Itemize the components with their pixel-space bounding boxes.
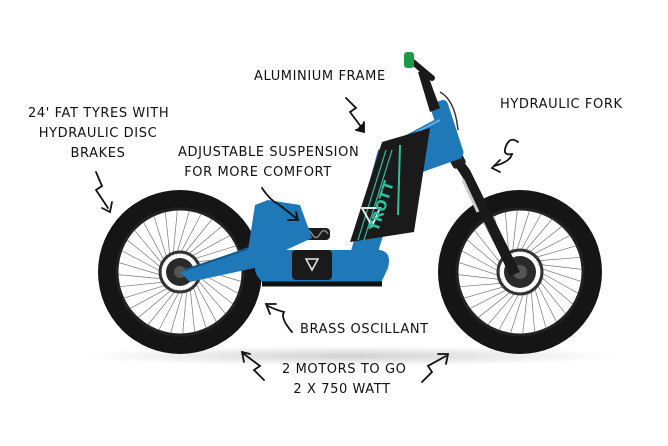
wheel-spoke xyxy=(158,289,181,331)
wheel-spoke xyxy=(511,210,518,254)
label-hydraulic-fork: HYDRAULIC FORK xyxy=(500,95,623,115)
callout-arrows xyxy=(94,97,519,383)
arrow-suspension xyxy=(261,187,297,219)
arrow-suspension-head xyxy=(287,211,300,221)
label-aluminium-frame: ALUMINIUM FRAME xyxy=(254,67,386,87)
wheel-spoke xyxy=(487,291,517,326)
wheel-spoke xyxy=(192,284,207,329)
label-hydraulic-fork-text: HYDRAULIC FORK xyxy=(500,97,623,112)
label-suspension-line-2: FOR MORE COMFORT xyxy=(184,165,332,180)
wheel-spoke xyxy=(196,278,226,315)
arrow-hydraulic-fork xyxy=(493,138,519,167)
wheel-spoke xyxy=(539,275,574,305)
wheel-spoke xyxy=(477,290,513,318)
label-fat-tyres-line-2: HYDRAULIC DISC xyxy=(38,126,158,141)
wheel-spoke xyxy=(170,289,184,334)
wheel-spoke xyxy=(143,221,166,263)
wheel-spoke xyxy=(522,290,529,334)
wheel-spoke xyxy=(194,281,217,323)
wheel-spoke xyxy=(469,288,510,309)
arrow-fat-tyres-head xyxy=(101,201,113,214)
wheel-spoke xyxy=(530,288,536,333)
label-fat-tyres: 24' FAT TYRES WITH HYDRAULIC DISC BRAKES xyxy=(28,104,170,164)
wheel-spoke xyxy=(504,211,510,256)
wheel-spoke xyxy=(147,289,177,326)
arrow-aluminium-frame-head xyxy=(355,121,365,134)
wheel-spoke xyxy=(153,215,168,260)
wheel-spoke xyxy=(510,291,525,334)
wheel-spoke xyxy=(538,279,566,315)
battery-pack xyxy=(350,128,430,242)
wheel-spoke xyxy=(538,263,582,270)
wheel-spoke xyxy=(536,256,581,262)
wheel-spoke xyxy=(118,274,164,280)
handlebar xyxy=(404,52,459,131)
wheel-spoke xyxy=(474,229,502,265)
wheel-spoke xyxy=(186,226,223,256)
wheel-spoke xyxy=(134,229,164,266)
wheel-spoke xyxy=(197,275,234,305)
arrow-aluminium-frame xyxy=(345,97,363,129)
wheel-spoke xyxy=(459,282,504,288)
wheel-spoke xyxy=(137,288,174,318)
arrow-motors-front-head xyxy=(437,353,450,365)
wheel-spoke xyxy=(189,235,231,258)
wheel-spoke xyxy=(533,286,547,329)
wheel-spoke xyxy=(519,213,542,253)
label-motors: 2 MOTORS TO GO 2 X 750 WATT xyxy=(282,360,407,400)
wheel-spoke xyxy=(182,288,188,334)
wheel-spoke xyxy=(466,239,501,269)
arrow-motors-rear xyxy=(243,353,265,381)
arrow-motors-front xyxy=(421,355,447,383)
label-brass-oscillant-text: BRASS OSCILLANT xyxy=(300,322,429,337)
wheel-spoke xyxy=(461,250,501,273)
wheel-spoke xyxy=(123,284,168,299)
arrow-motors-rear-head xyxy=(240,350,251,363)
label-motors-line-1: 2 MOTORS TO GO xyxy=(282,362,407,377)
main-frame xyxy=(248,99,464,287)
wheel-spoke xyxy=(164,211,171,258)
label-fat-tyres-line-1: 24' FAT TYRES WITH xyxy=(28,106,170,121)
wheel-spoke xyxy=(121,250,163,273)
label-motors-line-2: 2 X 750 WATT xyxy=(293,382,391,397)
controller-box xyxy=(292,250,332,280)
arrow-fat-tyres xyxy=(94,171,109,209)
wheel-spoke xyxy=(458,274,502,281)
wheel-spoke xyxy=(189,286,196,333)
wheel-spoke xyxy=(539,271,579,294)
wheel-spoke xyxy=(539,267,582,282)
label-suspension: ADJUSTABLE SUSPENSION FOR MORE COMFORT xyxy=(178,143,360,183)
wheel-spoke xyxy=(118,262,163,276)
wheel-spoke xyxy=(515,210,530,253)
wheel-spoke xyxy=(172,210,178,256)
wheel-spoke xyxy=(527,226,563,254)
label-brass-oscillant: BRASS OSCILLANT xyxy=(300,320,429,340)
wheel-spoke xyxy=(119,281,166,288)
arrow-brass-oscillant xyxy=(267,305,293,333)
wheel-spoke xyxy=(530,235,571,256)
wheel-spoke xyxy=(179,213,202,255)
wheel-spoke xyxy=(523,218,553,253)
wheel-spoke xyxy=(458,262,501,277)
wheel-spoke xyxy=(498,291,521,331)
arrow-hydraulic-fork-head xyxy=(490,159,501,173)
wheel-spoke xyxy=(126,239,163,269)
wheel-spoke xyxy=(534,245,577,259)
wheel-spoke xyxy=(463,285,506,299)
wheel-spoke xyxy=(176,210,190,255)
wheel-spoke xyxy=(192,245,237,260)
wheel-spoke xyxy=(536,282,557,323)
label-aluminium-frame-text: ALUMINIUM FRAME xyxy=(254,69,386,84)
wheel-spoke xyxy=(183,218,213,255)
ground-shadow xyxy=(80,346,620,366)
wheel-spoke xyxy=(129,286,171,309)
arrow-brass-oscillant-head xyxy=(264,303,277,315)
label-suspension-line-1: ADJUSTABLE SUSPENSION xyxy=(178,145,360,160)
label-fat-tyres-line-3: BRAKES xyxy=(70,146,126,161)
